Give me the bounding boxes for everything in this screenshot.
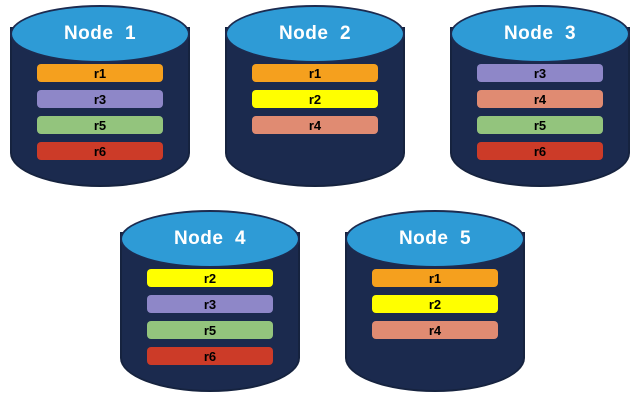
row-bar[interactable]: r2 <box>372 295 498 313</box>
cylinder-top-ellipse <box>120 210 300 268</box>
row-bar-label: r6 <box>533 143 547 159</box>
row-bar[interactable]: r4 <box>252 116 378 134</box>
node-row-list: r1 r2 r4 <box>252 64 378 142</box>
row-bar-label: r5 <box>533 117 547 133</box>
row-bar-label: r3 <box>93 91 107 107</box>
row-bar-label: r1 <box>308 65 322 81</box>
row-bar[interactable]: r5 <box>477 116 603 134</box>
row-bar-label: r4 <box>428 322 442 338</box>
cylinder-top-ellipse <box>345 210 525 268</box>
row-bar[interactable]: r2 <box>252 90 378 108</box>
row-bar-label: r3 <box>533 65 547 81</box>
row-bar[interactable]: r1 <box>252 64 378 82</box>
row-bar[interactable]: r1 <box>372 269 498 287</box>
row-bar-label: r4 <box>533 91 547 107</box>
cylinder-top-ellipse <box>10 5 190 63</box>
row-bar[interactable]: r5 <box>147 321 273 339</box>
row-bar[interactable]: r1 <box>37 64 163 82</box>
cylinder-top-ellipse <box>225 5 405 63</box>
row-bar-label: r5 <box>93 117 107 133</box>
row-bar-label: r2 <box>428 296 442 312</box>
cylinder-top-ellipse <box>450 5 630 63</box>
row-bar-label: r6 <box>203 348 217 364</box>
node-row-list: r1 r3 r5 r6 <box>37 64 163 168</box>
row-bar-label: r3 <box>203 296 217 312</box>
row-bar-label: r2 <box>308 91 322 107</box>
row-bar-label: r1 <box>428 270 442 286</box>
node-row-list: r1 r2 r4 <box>372 269 498 347</box>
node-row-list: r3 r4 r5 r6 <box>477 64 603 168</box>
row-bar[interactable]: r3 <box>37 90 163 108</box>
row-bar[interactable]: r3 <box>147 295 273 313</box>
row-bar-label: r6 <box>93 143 107 159</box>
row-bar[interactable]: r6 <box>147 347 273 365</box>
row-bar[interactable]: r2 <box>147 269 273 287</box>
row-bar[interactable]: r5 <box>37 116 163 134</box>
row-bar[interactable]: r4 <box>372 321 498 339</box>
row-bar[interactable]: r3 <box>477 64 603 82</box>
row-bar-label: r2 <box>203 270 217 286</box>
row-bar[interactable]: r6 <box>477 142 603 160</box>
row-bar[interactable]: r6 <box>37 142 163 160</box>
row-bar-label: r4 <box>308 117 322 133</box>
row-bar-label: r5 <box>203 322 217 338</box>
node-row-list: r2 r3 r5 r6 <box>147 269 273 373</box>
row-bar-label: r1 <box>93 65 107 81</box>
row-bar[interactable]: r4 <box>477 90 603 108</box>
